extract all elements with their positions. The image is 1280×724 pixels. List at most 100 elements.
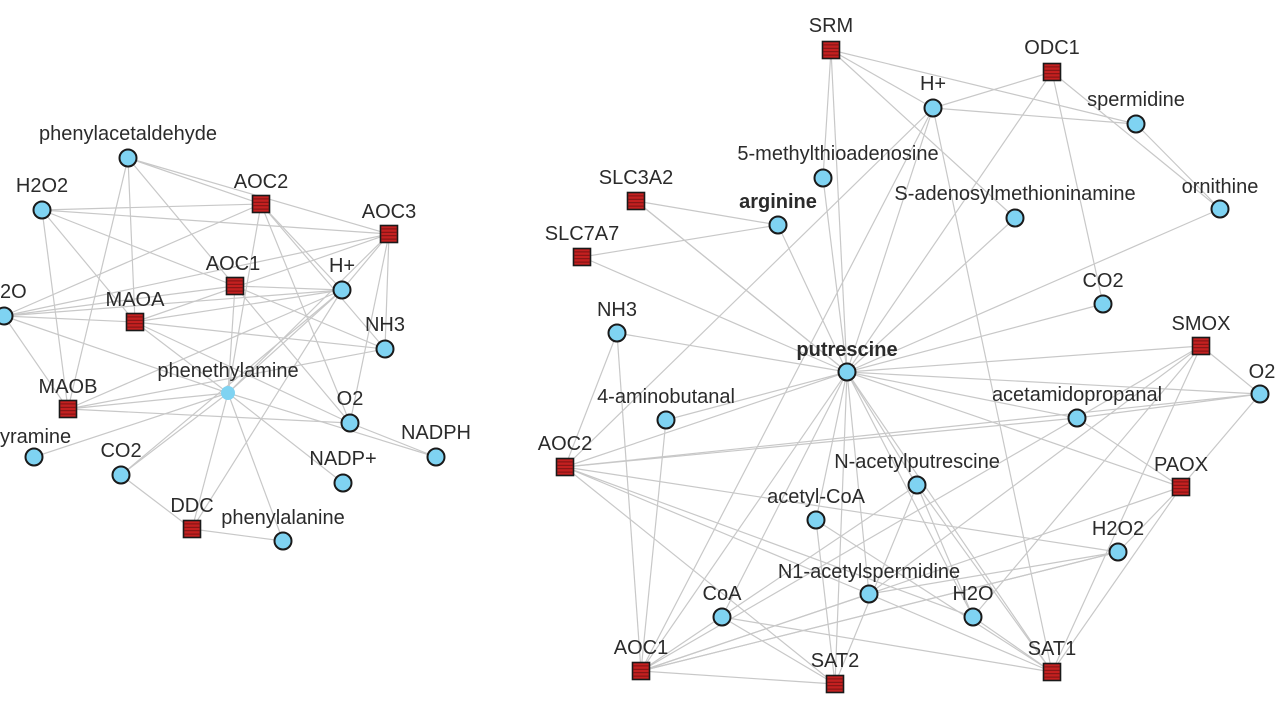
left-label-aoc3: AOC3	[362, 201, 416, 223]
edge-left-maob-h2o	[3, 315, 69, 410]
edge-right-putrescine-srm	[830, 49, 848, 373]
edge-layer	[3, 49, 1261, 685]
left-node-nh3-metabolite-circle	[375, 339, 395, 359]
edge-right-odc1-hplus	[932, 71, 1053, 109]
edge-left-h2o-hplus	[3, 289, 343, 317]
left-node-maoa-gene-square	[125, 312, 145, 332]
left-label-h2o2: H2O2	[16, 175, 68, 197]
edge-right-hplus-sat1	[932, 107, 1053, 673]
right-node-samine-metabolite-circle	[1005, 208, 1025, 228]
edge-right-aoc1-n1acspd	[640, 593, 870, 672]
edge-right-putrescine-nh3	[616, 332, 848, 373]
edge-right-putrescine-aoc1	[640, 371, 848, 672]
edge-left-phenethylamine-tyramine	[33, 392, 229, 458]
left-label-maoa: MAOA	[106, 289, 166, 311]
edge-right-odc1-co2	[1051, 71, 1104, 305]
right-node-aminobutanal-metabolite-circle	[656, 410, 676, 430]
edge-right-spermidine-hplus	[932, 107, 1137, 125]
right-label-srm: SRM	[809, 15, 853, 37]
edge-left-maob-nh3	[67, 348, 386, 410]
edge-right-slc7a7-arginine	[581, 224, 779, 258]
edge-right-putrescine-acetamidopropanal	[846, 371, 1078, 419]
edge-right-putrescine-sat2	[834, 371, 848, 685]
right-node-odc1-gene-square	[1042, 62, 1062, 82]
edge-left-aoc2-h2o	[3, 203, 262, 317]
edge-right-coa-sat2	[721, 616, 836, 685]
edge-right-putrescine-hplus	[846, 107, 934, 373]
left-label-nh3: NH3	[365, 314, 405, 336]
right-node-putrescine-metabolite-circle	[837, 362, 857, 382]
left-node-nadp-metabolite-circle	[333, 473, 353, 493]
edge-left-phenethylamine-nadph	[227, 392, 437, 458]
left-node-phenethylamine-metabolite-circle	[221, 386, 235, 400]
edge-right-odc1-ornithine	[1051, 71, 1221, 210]
edge-right-h2o-sat1	[972, 616, 1053, 673]
right-node-arginine-metabolite-circle	[768, 215, 788, 235]
right-label-h2o: H2O	[952, 583, 993, 605]
right-node-acetamidopropanal-metabolite-circle	[1067, 408, 1087, 428]
edge-right-smox-o2	[1200, 345, 1261, 395]
right-node-paox-gene-square	[1171, 477, 1191, 497]
edge-right-slc3a2-putrescine	[635, 200, 848, 373]
edge-left-phenylacetaldehyde-aoc1	[127, 157, 236, 287]
edge-left-aoc1-o2	[234, 285, 351, 424]
right-node-o2-metabolite-circle	[1250, 384, 1270, 404]
right-node-nh3-metabolite-circle	[607, 323, 627, 343]
left-node-o2-metabolite-circle	[340, 413, 360, 433]
edge-right-acetamidopropanal-aoc1	[640, 417, 1078, 672]
right-label-coa: CoA	[703, 583, 743, 605]
left-label-nadp: NADP+	[309, 448, 376, 470]
right-label-samine: S-adenosylmethioninamine	[894, 183, 1135, 205]
edge-right-nh3-aoc2	[564, 332, 618, 468]
right-node-coa-metabolite-circle	[712, 607, 732, 627]
right-node-ornithine-metabolite-circle	[1210, 199, 1230, 219]
edge-left-aoc3-maoa	[134, 233, 390, 323]
left-node-tyramine-metabolite-circle	[24, 447, 44, 467]
edge-right-nacput-aoc1	[640, 484, 918, 672]
left-label-hplus: H+	[329, 255, 355, 277]
edge-right-smox-n1acspd	[868, 345, 1202, 595]
edge-right-smox-sat1	[1051, 345, 1202, 673]
edge-left-maoa-hplus	[134, 289, 343, 323]
right-label-arginine: arginine	[739, 191, 817, 213]
left-label-phenylalanine: phenylalanine	[221, 507, 344, 529]
right-label-ornithine: ornithine	[1182, 176, 1259, 198]
edge-left-maoa-phenethylamine	[134, 321, 229, 394]
edge-left-aoc3-o2	[349, 233, 390, 424]
edge-left-aoc3-nh3	[384, 233, 390, 350]
right-label-o2: O2	[1249, 361, 1276, 383]
edge-left-hplus-ddc	[191, 289, 343, 530]
right-node-h2o-metabolite-circle	[963, 607, 983, 627]
edge-right-paox-o2	[1180, 393, 1261, 488]
left-label-nadph: NADPH	[401, 422, 471, 444]
edge-left-phenylacetaldehyde-maob	[67, 157, 129, 410]
edge-left-phenethylamine-nadp	[227, 392, 344, 484]
edge-right-aoc2-acetamidopropanal	[564, 417, 1078, 468]
edge-right-nacput-h2o	[916, 484, 974, 618]
edge-right-srm-mta	[822, 49, 832, 179]
left-label-co2: CO2	[100, 440, 141, 462]
edge-left-hplus-phenethylamine	[227, 289, 343, 394]
left-node-phenylalanine-metabolite-circle	[273, 531, 293, 551]
right-node-n1acspd-metabolite-circle	[859, 584, 879, 604]
edge-right-putrescine-ornithine	[846, 208, 1221, 373]
edge-right-putrescine-sat1	[846, 371, 1053, 673]
edge-right-putrescine-h2o	[846, 371, 974, 618]
edge-right-acetylcoa-sat2	[815, 519, 836, 685]
right-label-putrescine: putrescine	[796, 339, 897, 361]
edge-right-paox-acetamidopropanal	[1076, 417, 1182, 488]
edge-left-aoc2-nh3	[260, 203, 386, 350]
edge-right-putrescine-acetylcoa	[815, 371, 848, 521]
edge-left-maob-hplus	[67, 289, 343, 410]
edge-right-spermidine-ornithine	[1135, 123, 1221, 210]
left-label-aoc2: AOC2	[234, 171, 288, 193]
right-node-aoc2-gene-square	[555, 457, 575, 477]
edge-right-putrescine-aminobutanal	[665, 371, 848, 421]
right-node-srm-gene-square	[821, 40, 841, 60]
edge-right-aoc2-h2o	[564, 466, 974, 618]
right-label-acetamidopropanal: acetamidopropanal	[992, 384, 1162, 406]
left-node-nadph-metabolite-circle	[426, 447, 446, 467]
right-node-sat2-gene-square	[825, 674, 845, 694]
edge-right-srm-samine	[830, 49, 1016, 219]
